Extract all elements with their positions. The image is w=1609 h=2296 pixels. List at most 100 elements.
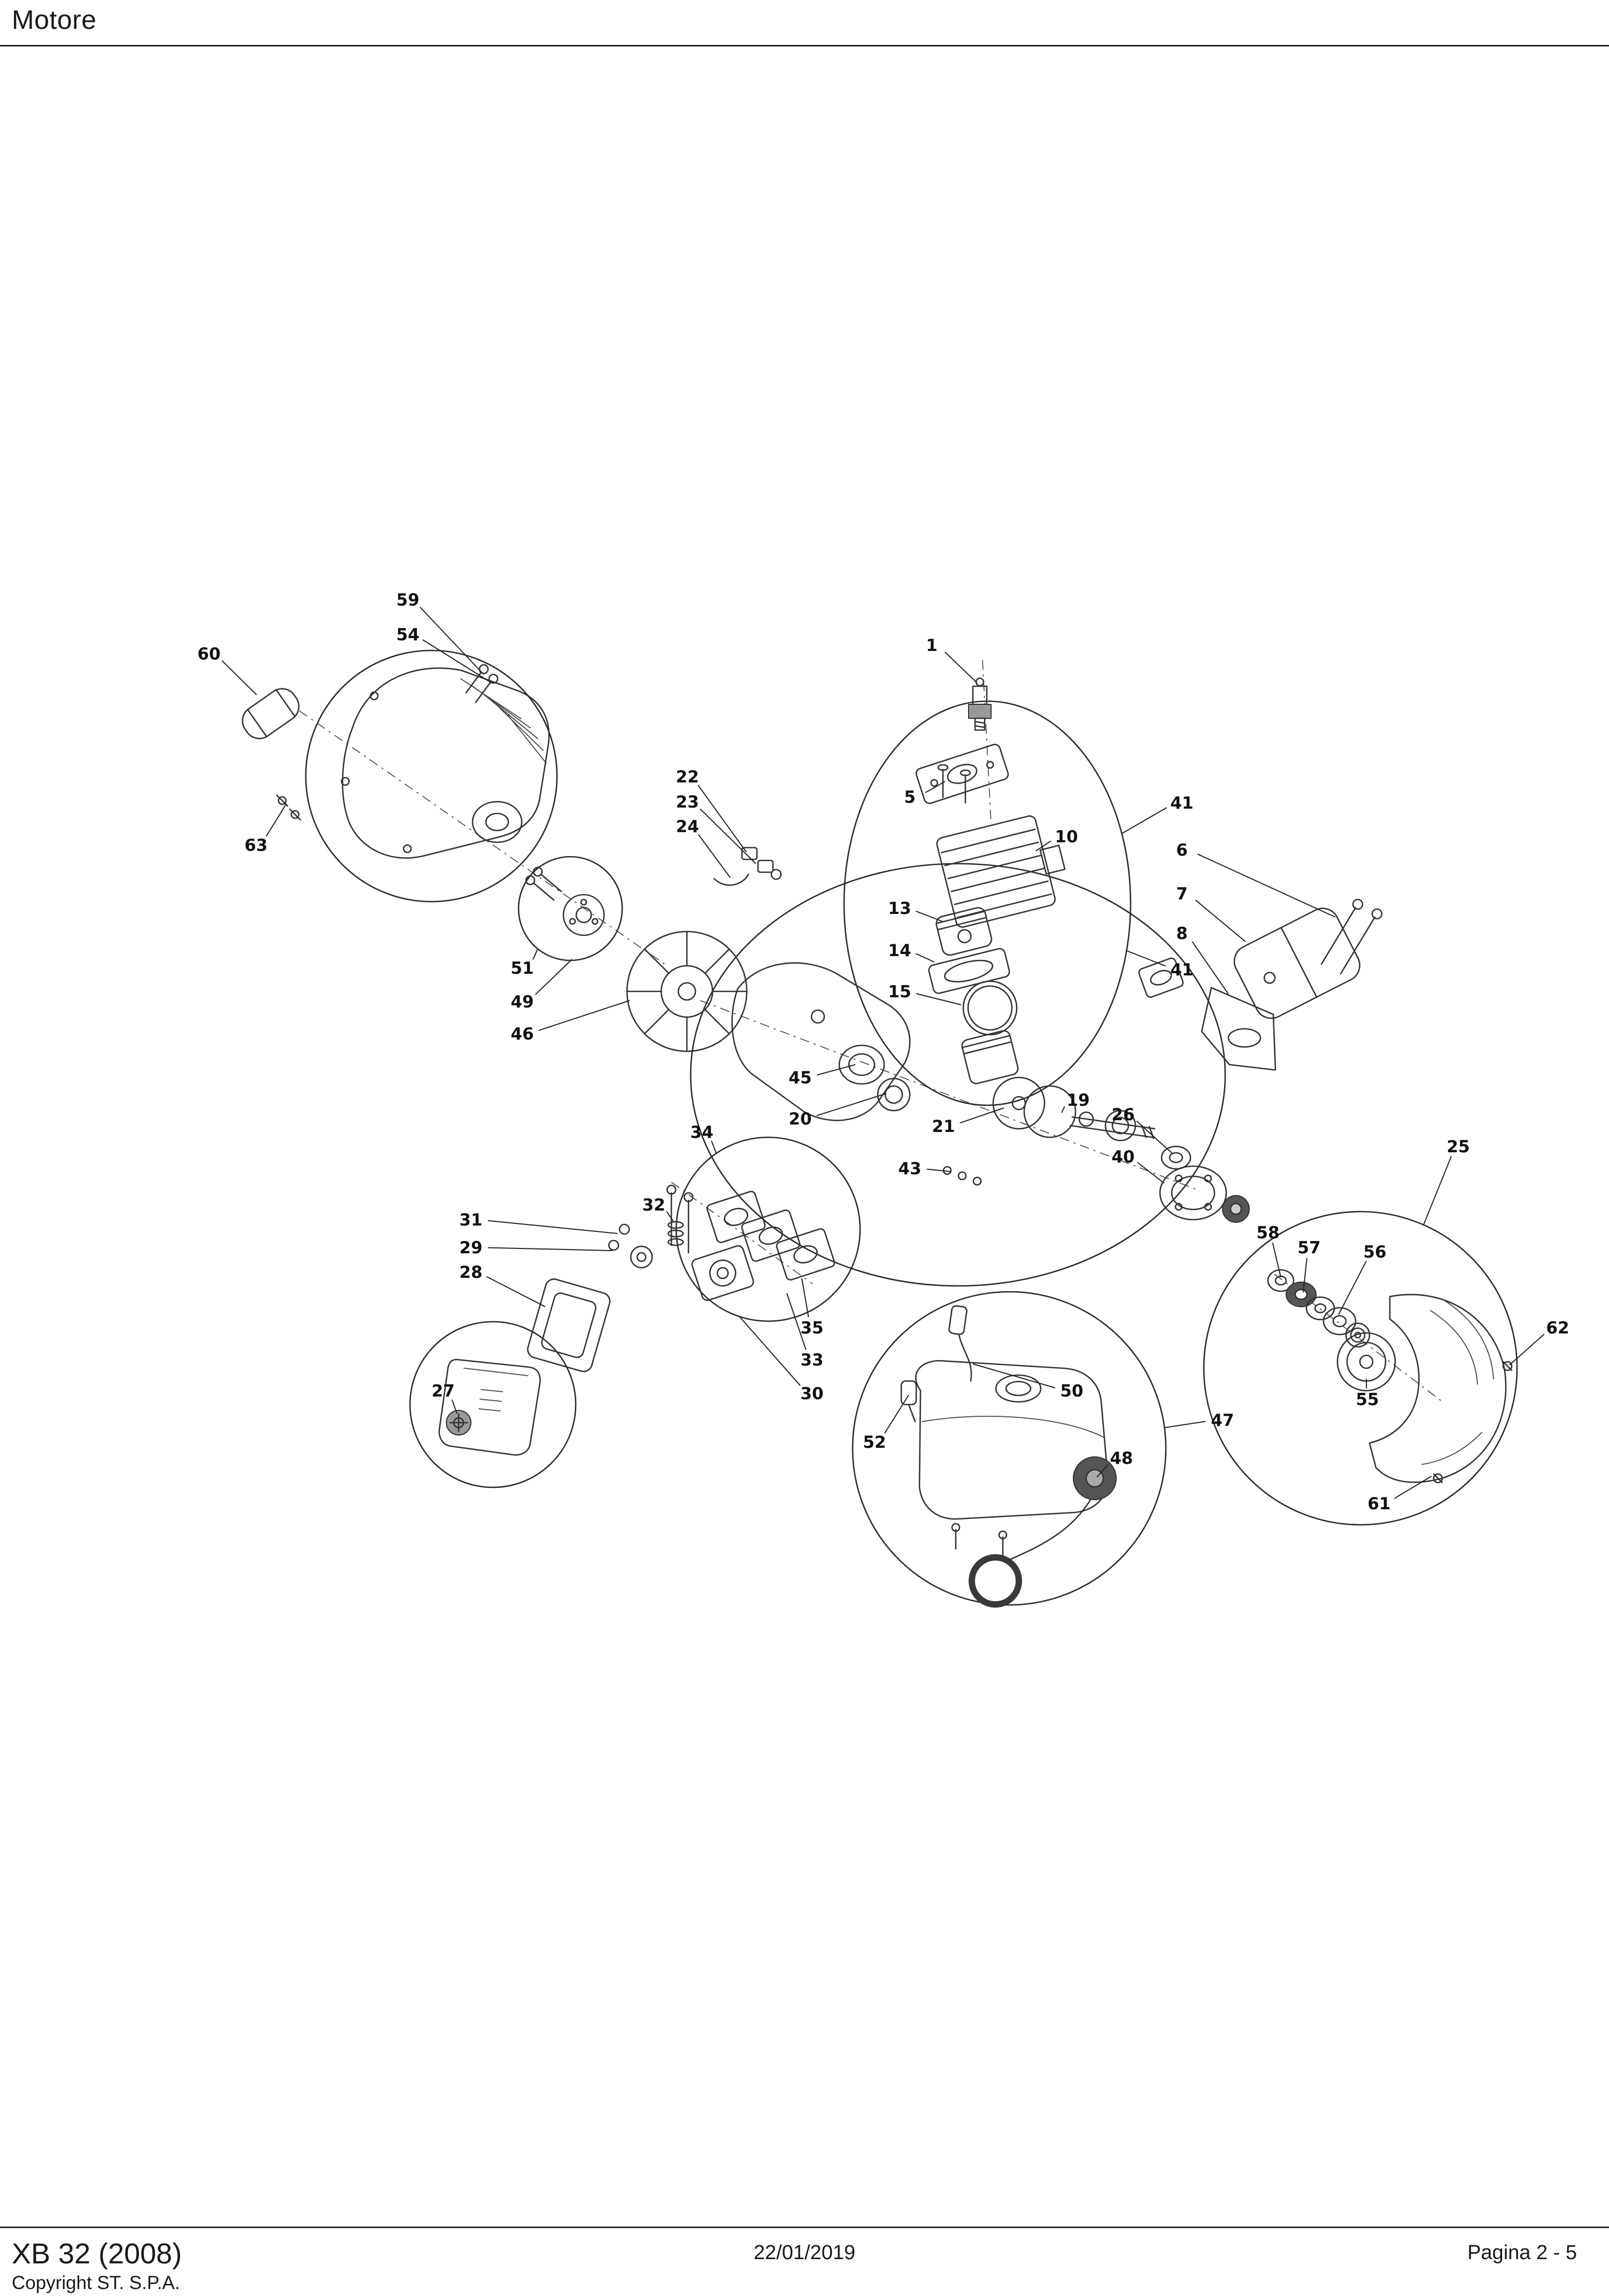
washer-stack-32 xyxy=(667,1221,684,1246)
callout-label: 10 xyxy=(1055,827,1078,847)
callout-label: 55 xyxy=(1356,1390,1379,1409)
cylinder-part xyxy=(936,815,1066,928)
callout-label: 63 xyxy=(244,836,267,855)
callout-leader-line xyxy=(1272,1243,1281,1278)
callout-leader-line xyxy=(916,911,943,922)
callout-label: 33 xyxy=(800,1351,823,1370)
starter-assembly-parts xyxy=(1267,1269,1513,1484)
callout-label: 19 xyxy=(1066,1091,1089,1110)
callout-label: 15 xyxy=(888,982,911,1002)
callout-leader-line xyxy=(1394,1476,1432,1499)
callout-label: 20 xyxy=(788,1110,811,1129)
page-number: Pagina 2 - 5 xyxy=(1467,2241,1577,2264)
callout-label: 49 xyxy=(510,992,533,1012)
callout-label: 26 xyxy=(1111,1105,1134,1124)
callout-label: 22 xyxy=(676,767,699,787)
callout-leader-line xyxy=(698,834,731,878)
fuel-tank-group-balloon xyxy=(852,1291,1167,1606)
callout-label: 30 xyxy=(800,1384,823,1403)
callout-label: 54 xyxy=(396,625,419,645)
callout-leader-line xyxy=(916,993,962,1005)
callout-leader-line xyxy=(1126,950,1166,967)
callout-label: 25 xyxy=(1446,1137,1469,1157)
callout-label: 58 xyxy=(1256,1223,1279,1243)
callout-leader-line xyxy=(420,607,484,675)
callout-leader-line xyxy=(1338,1260,1367,1315)
callout-leader-line xyxy=(915,953,935,963)
callout-leader-line xyxy=(422,639,492,684)
header-divider xyxy=(0,45,1609,46)
callout-label: 35 xyxy=(800,1318,823,1338)
callout-label: 41 xyxy=(1170,960,1193,980)
callout-label: 43 xyxy=(898,1159,921,1178)
spark-plug-part xyxy=(968,677,992,731)
flywheel-part xyxy=(626,930,748,1052)
callout-leader-line xyxy=(944,651,978,684)
muffler-bolts xyxy=(1320,898,1383,975)
crankcase-group-balloon xyxy=(690,863,1226,1287)
callout-leader-line xyxy=(738,1315,801,1386)
callout-label: 1 xyxy=(926,636,938,655)
callout-label: 31 xyxy=(459,1211,482,1230)
callout-leader-line xyxy=(221,660,257,695)
callout-layer: 5954606312223245104167813141541514946452… xyxy=(197,591,1569,1514)
callout-leader-line xyxy=(1423,1155,1452,1225)
carburetor-group-balloon xyxy=(675,1136,861,1322)
callout-leader-line xyxy=(884,1394,909,1434)
callout-label: 6 xyxy=(1176,841,1188,860)
callout-leader-line xyxy=(1061,1106,1065,1113)
crankshaft-part xyxy=(992,1076,1156,1142)
callout-label: 56 xyxy=(1363,1243,1386,1262)
callout-leader-line xyxy=(786,1293,807,1350)
page-title: Motore xyxy=(12,5,97,35)
carburetor-parts xyxy=(666,1184,836,1301)
callout-label: 45 xyxy=(788,1068,811,1088)
callout-label: 29 xyxy=(459,1238,482,1258)
model-name: XB 32 (2008) xyxy=(12,2238,182,2270)
callout-leader-line xyxy=(925,781,946,793)
callout-leader-line xyxy=(710,1141,717,1154)
center-axis-lines xyxy=(299,660,1444,1403)
callout-leader-line xyxy=(816,1064,856,1076)
callout-label: 8 xyxy=(1176,924,1188,943)
callout-leader-line xyxy=(700,808,756,864)
intake-small-parts xyxy=(608,1223,653,1269)
air-filter-group-balloon xyxy=(409,1321,577,1488)
callout-label: 13 xyxy=(888,899,911,918)
callout-label: 59 xyxy=(396,591,419,610)
callout-leader-line xyxy=(972,1363,1056,1389)
flywheel-housing-part xyxy=(341,664,550,859)
date-text: 22/01/2019 xyxy=(753,2241,856,2264)
callout-label: 41 xyxy=(1170,794,1193,813)
callout-label: 23 xyxy=(676,793,699,812)
callout-label: 46 xyxy=(510,1025,533,1044)
callout-label: 60 xyxy=(197,645,220,664)
piston-rings-part xyxy=(961,980,1019,1084)
callout-label: 47 xyxy=(1211,1411,1234,1430)
callout-leader-line xyxy=(926,1168,951,1172)
callout-leader-line xyxy=(801,1278,809,1317)
callout-label: 40 xyxy=(1111,1147,1134,1167)
callout-label: 48 xyxy=(1110,1449,1133,1468)
callout-leader-line xyxy=(488,1247,613,1251)
callout-leader-line xyxy=(1096,1464,1109,1478)
callout-label: 28 xyxy=(459,1263,482,1282)
callout-leader-line xyxy=(1035,840,1051,851)
callout-label: 61 xyxy=(1367,1494,1390,1514)
callout-leader-line xyxy=(1197,854,1336,918)
callout-label: 34 xyxy=(690,1123,713,1142)
callout-leader-line xyxy=(1303,1258,1308,1293)
callout-leader-line xyxy=(486,1276,546,1307)
muffler-part xyxy=(1233,907,1360,1019)
callout-leader-line xyxy=(1192,941,1229,995)
callout-leader-line xyxy=(697,785,747,852)
piston-part xyxy=(935,907,993,956)
callout-leader-line xyxy=(816,1093,887,1116)
callout-leader-line xyxy=(666,1211,674,1222)
cylinder-group-balloon xyxy=(843,700,1132,1106)
starter-pawl-parts xyxy=(525,866,605,936)
callout-label: 14 xyxy=(888,941,911,960)
callout-leader-line xyxy=(1165,1421,1206,1428)
